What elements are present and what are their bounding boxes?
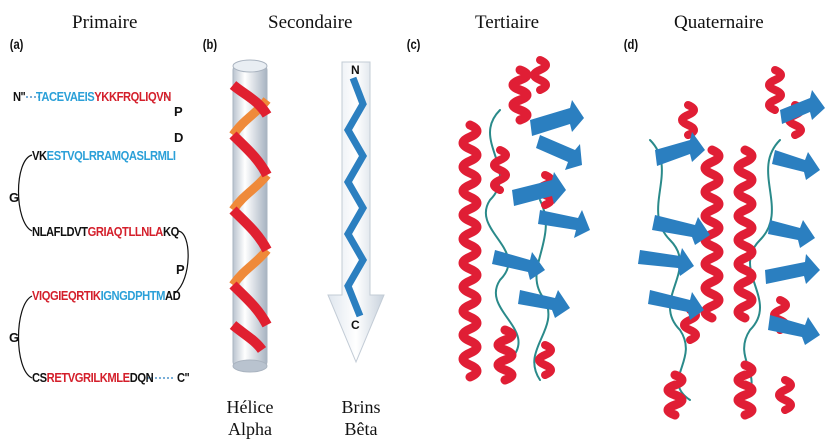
quaternary-structure-ribbon xyxy=(0,0,837,441)
